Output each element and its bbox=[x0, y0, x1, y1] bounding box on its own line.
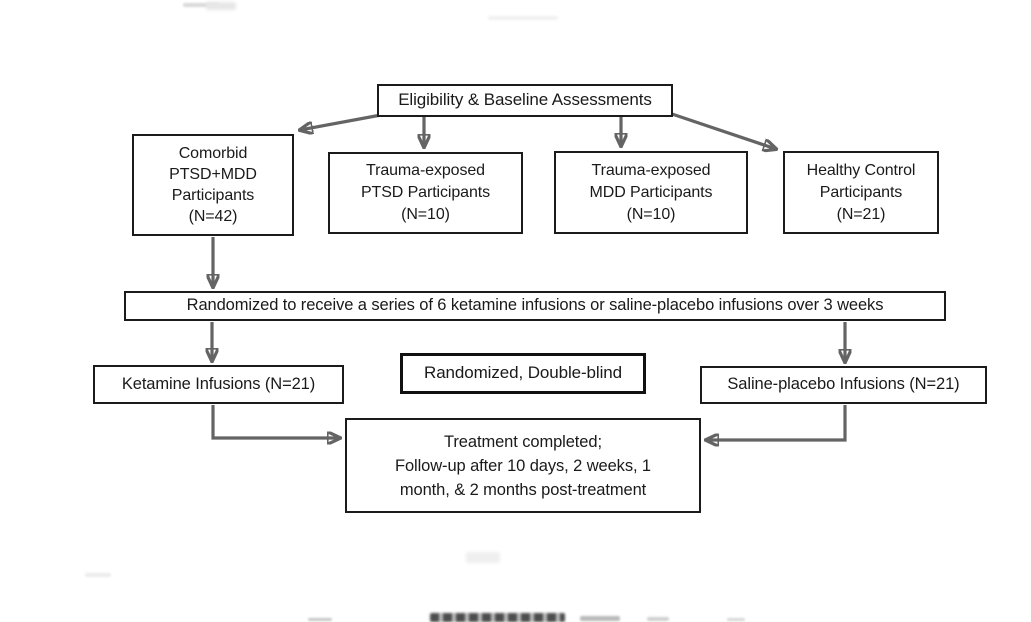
node-label: Ketamine Infusions (N=21) bbox=[121, 374, 316, 393]
node-label-line: Trauma-exposed bbox=[591, 161, 711, 179]
scan-artifact bbox=[183, 3, 219, 7]
node-label-line: Participants bbox=[171, 187, 255, 204]
scan-artifact bbox=[580, 616, 620, 621]
node-treatment-completed-followup: Treatment completed; Follow-up after 10 … bbox=[345, 418, 701, 513]
scan-artifact bbox=[430, 613, 565, 622]
node-label: Randomized, Double-blind bbox=[424, 363, 622, 383]
scan-artifact bbox=[727, 618, 745, 621]
scan-artifact bbox=[206, 2, 236, 10]
arrow-eligibility-to-comorbid bbox=[300, 113, 382, 130]
arrow-saline-to-treatment bbox=[706, 405, 847, 440]
node-label: Eligibility & Baseline Assessments bbox=[398, 90, 652, 110]
node-saline-placebo-infusions: Saline-placebo Infusions (N=21) bbox=[700, 366, 987, 404]
node-label-line: PTSD+MDD bbox=[169, 166, 257, 183]
node-label-line: (N=10) bbox=[401, 206, 450, 223]
node-comorbid-ptsd-mdd: Comorbid PTSD+MDD Participants (N=42) bbox=[132, 134, 294, 236]
node-label-line: month, & 2 months post-treatment bbox=[399, 480, 647, 499]
node-label: Saline-placebo Infusions (N=21) bbox=[727, 375, 960, 394]
node-randomization-statement: Randomized to receive a series of 6 keta… bbox=[124, 291, 946, 321]
scan-artifact bbox=[85, 573, 111, 577]
node-label-line: Healthy Control bbox=[806, 161, 916, 179]
node-label: Randomized to receive a series of 6 keta… bbox=[186, 296, 884, 315]
node-label-line: MDD Participants bbox=[589, 183, 713, 201]
node-label-line: Treatment completed; bbox=[444, 432, 602, 451]
node-label-line: Follow-up after 10 days, 2 weeks, 1 bbox=[394, 456, 652, 475]
arrow-ketamine-to-treatment bbox=[211, 405, 340, 438]
node-trauma-exposed-mdd: Trauma-exposed MDD Participants (N=10) bbox=[554, 151, 748, 234]
node-eligibility-baseline-assessments: Eligibility & Baseline Assessments bbox=[377, 84, 673, 117]
node-label-line: (N=21) bbox=[836, 205, 886, 223]
node-randomized-double-blind: Randomized, Double-blind bbox=[400, 353, 646, 394]
scan-artifact bbox=[488, 16, 558, 20]
arrow-eligibility-to-healthy-control bbox=[671, 112, 776, 149]
node-label-line: Trauma-exposed bbox=[366, 162, 485, 179]
node-label-line: PTSD Participants bbox=[360, 184, 490, 201]
scan-artifact bbox=[466, 552, 500, 563]
scan-artifact bbox=[308, 618, 332, 621]
scan-artifact bbox=[647, 617, 669, 621]
node-ketamine-infusions: Ketamine Infusions (N=21) bbox=[93, 365, 344, 404]
node-healthy-control: Healthy Control Participants (N=21) bbox=[783, 151, 939, 234]
node-label-line: (N=10) bbox=[626, 205, 676, 223]
node-label-line: Participants bbox=[819, 183, 903, 201]
node-label-line: Comorbid bbox=[178, 145, 248, 162]
node-trauma-exposed-ptsd: Trauma-exposed PTSD Participants (N=10) bbox=[328, 152, 523, 234]
node-label-line: (N=42) bbox=[188, 208, 238, 225]
